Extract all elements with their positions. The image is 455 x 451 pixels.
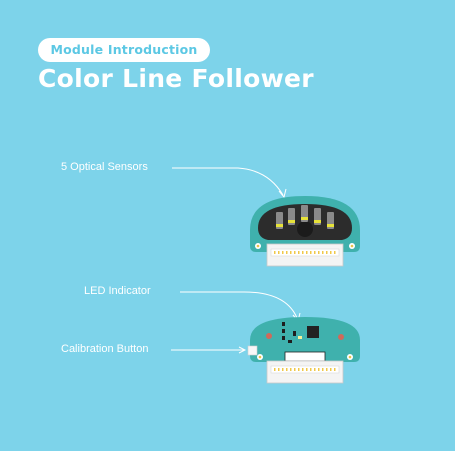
led-callout-line	[180, 291, 301, 323]
module-introduction-tag: Module Introduction	[38, 38, 210, 62]
page-title: Color Line Follower	[38, 64, 314, 93]
chip	[307, 326, 319, 338]
sensors-callout-label: 5 Optical Sensors	[61, 161, 148, 173]
sensors-callout-line	[172, 167, 287, 199]
led-callout-label: LED Indicator	[84, 285, 151, 297]
sensor-side-board	[250, 196, 360, 267]
led-indicator	[298, 336, 302, 339]
calibration-callout-label: Calibration Button	[61, 343, 149, 355]
calibration-button	[247, 345, 258, 356]
calibration-callout-line	[171, 346, 247, 354]
component-side-board	[247, 317, 360, 384]
